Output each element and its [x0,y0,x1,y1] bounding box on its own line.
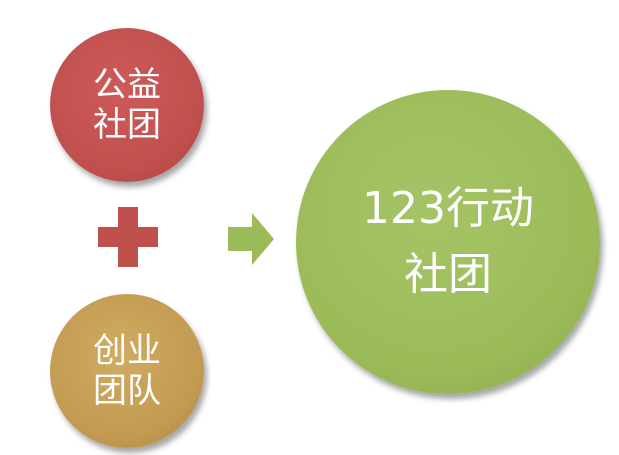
plus-icon [98,207,158,267]
action-club-circle: 123行动 社团 [296,90,600,394]
circle-top-line1: 公益 [93,64,161,105]
plus-vertical-bar [118,207,138,267]
circle-bottom-line2: 团队 [93,371,161,411]
startup-team-circle: 创业 团队 [50,294,204,448]
circle-top-line2: 社团 [93,105,161,145]
public-welfare-club-circle: 公益 社团 [50,28,204,182]
circle-bottom-line1: 创业 [93,330,161,371]
circle-result-line1: 123行动 [362,183,534,234]
circle-result-line2: 社团 [404,249,492,300]
arrow-right-icon [228,213,274,265]
